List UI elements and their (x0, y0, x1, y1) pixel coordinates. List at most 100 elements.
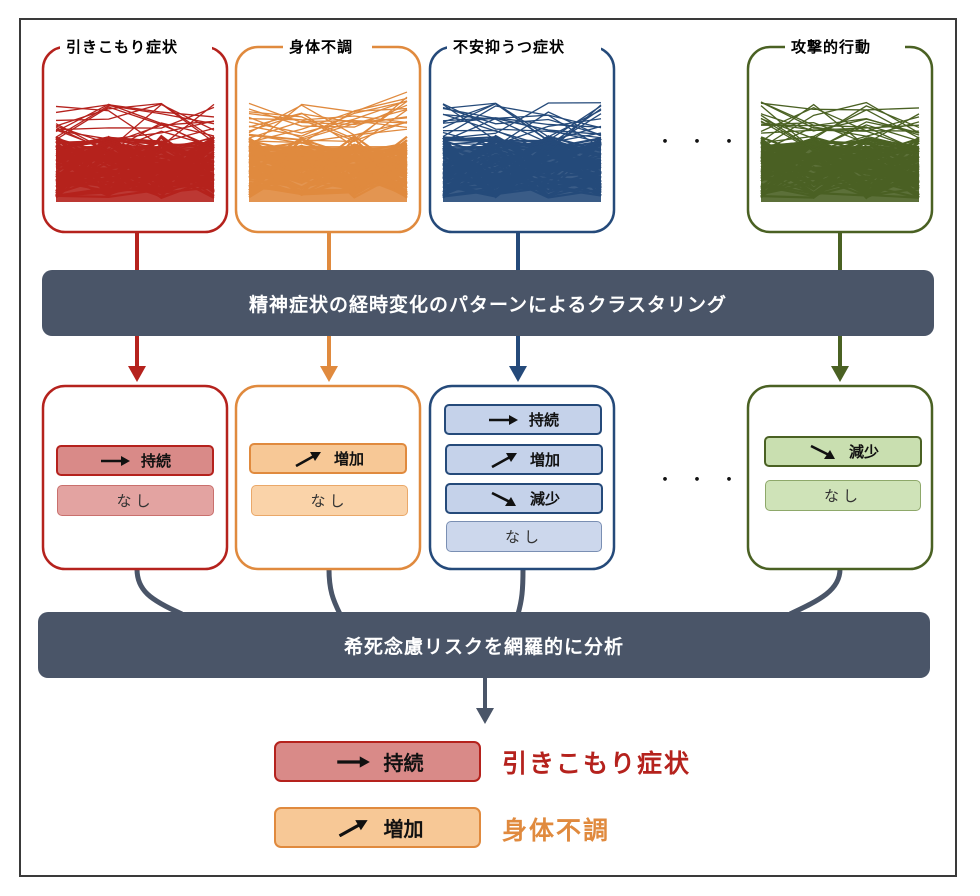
trajectory-line (760, 101, 920, 152)
cluster-pill-aggression-none: なし (765, 480, 921, 511)
merge-connector-aggression (788, 568, 843, 617)
arrowhead-aggression (831, 366, 849, 382)
trajectory-plot-aggression (760, 101, 920, 202)
trajectory-line (248, 113, 408, 132)
cluster-pill-physical-increase: 増加 (249, 443, 407, 474)
cluster-pill-withdrawal-persistent: 持続 (56, 445, 214, 476)
trajectory-plot-withdrawal (55, 102, 215, 202)
arrow-down-right-icon (810, 444, 835, 459)
trajectory-density (443, 146, 601, 202)
cluster-panel-physical (234, 384, 422, 571)
trajectory-density (761, 146, 919, 202)
result-pattern-label: 増加 (383, 817, 424, 841)
cluster-pill-anxiety-increase: 増加 (445, 444, 603, 475)
trajectory-panel-physical (234, 45, 422, 234)
clustering-step-bar: 精神症状の経時変化のパターンによるクラスタリング (42, 270, 934, 336)
trajectory-line (248, 91, 408, 148)
panel-title-physical: 身体不調 (283, 37, 360, 57)
trajectory-line (760, 101, 920, 149)
pill-label: 持続 (140, 452, 171, 470)
trajectory-line (442, 111, 602, 148)
trajectory-line (248, 128, 408, 144)
trajectory-line (442, 104, 602, 153)
ellipsis-middle: ・・・ (656, 470, 752, 491)
arrow-up-right-icon (338, 819, 368, 837)
trajectory-line (760, 114, 920, 151)
trajectory-line (55, 106, 215, 148)
trajectory-line (760, 126, 920, 152)
trajectory-line (442, 136, 602, 152)
trajectory-plot-physical (248, 91, 408, 202)
trajectory-line (55, 122, 215, 153)
cluster-panel-aggression (746, 384, 934, 571)
trajectory-line (442, 107, 602, 129)
trajectory-line (442, 105, 602, 148)
trajectory-line (55, 106, 215, 131)
trajectory-plot-anxiety (442, 102, 602, 202)
arrow-up-right-icon (491, 452, 517, 468)
trajectory-line (760, 103, 920, 153)
trajectory-line (442, 117, 602, 143)
trajectory-line (442, 103, 602, 139)
result-pill-increase: 増加 (274, 807, 481, 848)
trajectory-line (55, 103, 215, 143)
trajectory-density (249, 146, 407, 202)
cluster-pill-anxiety-decrease: 減少 (445, 483, 603, 514)
cluster-pill-withdrawal-none: なし (57, 485, 214, 516)
pill-label: なし (823, 487, 862, 505)
cluster-pill-aggression-decrease: 減少 (764, 436, 922, 467)
panel-title-anxiety: 不安抑うつ症状 (447, 37, 572, 57)
trajectory-line (55, 104, 215, 118)
cluster-pill-physical-none: なし (251, 485, 408, 516)
pill-label: 増加 (333, 450, 364, 468)
trajectory-line (248, 118, 408, 142)
cluster-pill-anxiety-persistent: 持続 (444, 404, 602, 435)
trajectory-line (760, 107, 920, 133)
arrow-up-right-icon (295, 451, 321, 467)
trajectory-line (760, 101, 920, 132)
panel-title-withdrawal: 引きこもり症状 (60, 37, 185, 57)
pill-label: なし (116, 492, 155, 510)
pill-label: 減少 (848, 443, 879, 461)
arrow-right-icon (488, 414, 518, 425)
pill-label: 持続 (528, 411, 559, 429)
trajectory-line (248, 107, 408, 143)
trajectory-line (248, 100, 408, 137)
ellipsis-top: ・・・ (656, 132, 752, 153)
pill-label: 減少 (529, 490, 560, 508)
trajectory-line (55, 104, 215, 138)
arrowhead-physical (320, 366, 338, 382)
arrow-right-icon (336, 755, 370, 768)
analysis-step-bar: 希死念慮リスクを網羅的に分析 (38, 612, 930, 678)
arrowhead-withdrawal (128, 366, 146, 382)
result-pattern-label: 持続 (383, 751, 424, 775)
result-symptom-withdrawal: 引きこもり症状 (502, 749, 692, 778)
trajectory-line (760, 117, 920, 136)
trajectory-line (55, 137, 215, 150)
trajectory-line (442, 102, 602, 140)
panel-title-aggression: 攻撃的行動 (785, 37, 878, 57)
trajectory-line (55, 120, 215, 151)
arrowhead-anxiety (509, 366, 527, 382)
analysis-step-label: 希死念慮リスクを網羅的に分析 (343, 635, 624, 658)
cluster-panel-withdrawal (41, 384, 229, 571)
pill-label: なし (310, 492, 349, 510)
trajectory-density (56, 146, 214, 202)
merge-connector-physical (326, 568, 343, 616)
trajectory-line (248, 120, 408, 139)
trajectory-line (248, 108, 408, 141)
pill-label: なし (504, 528, 543, 546)
merge-connector-withdrawal (134, 568, 184, 617)
result-arrowhead (476, 708, 494, 724)
trajectory-line (760, 120, 920, 152)
clustering-step-label: 精神症状の経時変化のパターンによるクラスタリング (248, 293, 728, 316)
result-symptom-physical: 身体不調 (502, 816, 611, 845)
trajectory-line (55, 102, 215, 140)
pill-label: 増加 (529, 451, 560, 469)
merge-connector-anxiety (515, 568, 526, 615)
trajectory-line (442, 113, 602, 148)
arrow-down-right-icon (491, 491, 516, 506)
cluster-pill-anxiety-none: なし (446, 521, 602, 552)
arrow-right-icon (100, 455, 130, 466)
result-pill-persistent: 持続 (274, 741, 481, 782)
